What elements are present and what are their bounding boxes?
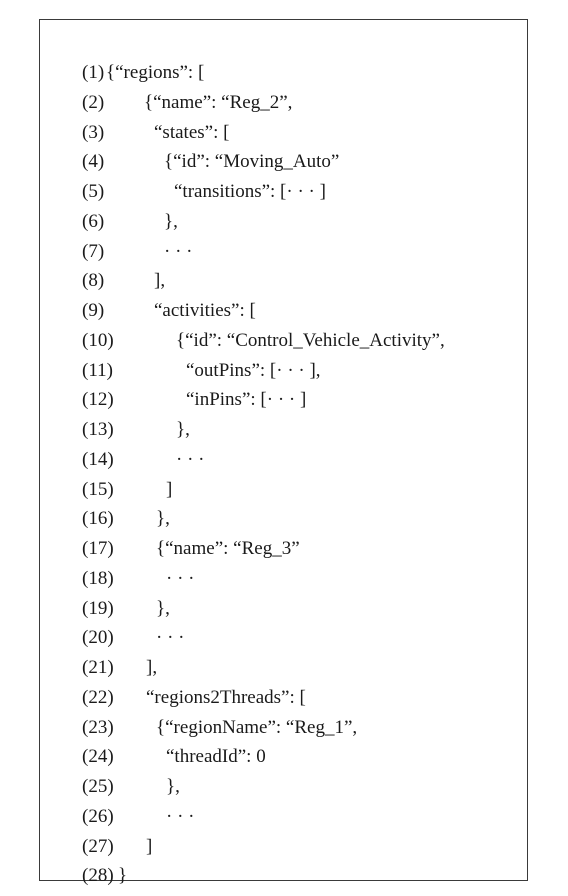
code-line: (6)}, [82,210,178,242]
code-line: (19)}, [82,597,170,629]
line-text: · · · [156,627,185,649]
code-line: (25)}, [82,776,180,807]
code-listing-frame: (1){“regions”: [(2) {“name”: “Reg_2”, (3) “… [39,19,528,886]
line-number: (25) [82,776,114,797]
line-text: }, [166,776,180,797]
line-number: (5) [82,181,105,202]
line-text: }, [164,210,178,232]
code-line: (10) {“id”: “Control_Vehicle_Activity”, [82,329,445,361]
code-line: (23) {“regionName”: “Reg_1”, [82,716,357,748]
code-line: (22) “regions2Threads”: [ [82,686,306,718]
line-number: (15) [82,478,114,500]
code-line: (26) · · · [82,805,194,837]
line-text: “outPins”: [· · · ], [186,359,321,381]
line-text: · · · [176,448,205,470]
line-number: (1) [82,62,105,83]
line-text: {“id”: “Moving_Auto” [164,151,340,173]
code-line: (7) · · · [82,240,192,272]
line-text: {“id”: “Control_Vehicle_Activity”, [176,329,445,351]
code-line: (3) “states”: [ [82,121,229,153]
code-line: (27)] [82,835,152,867]
line-number: (7) [82,240,105,262]
line-number: (28) [82,865,114,887]
code-line: (18) · · · [82,567,194,599]
line-text: {“name”: “Reg_2”, [144,91,293,113]
line-text: “activities”: [ [154,300,256,321]
line-number: (20) [82,627,114,649]
line-text: “inPins”: [· · · ] [186,389,307,411]
line-number: (24) [82,746,114,768]
line-text: · · · [166,567,195,589]
line-number: (26) [82,805,114,827]
line-number: (14) [82,448,114,470]
line-number: (21) [82,657,114,678]
line-number: (9) [82,300,105,321]
line-text: ] [146,835,153,857]
line-number: (22) [82,686,114,708]
line-number: (23) [82,716,114,738]
line-number: (17) [82,538,114,559]
code-line: (2) {“name”: “Reg_2”, [82,91,292,123]
code-line: (21)], [82,657,157,688]
line-text: · · · [164,240,193,262]
line-text: }, [156,508,170,530]
line-text: }, [156,597,170,619]
code-line: (11) “outPins”: [· · · ], [82,359,321,391]
code-line: (14) · · · [82,448,204,480]
line-text: }, [176,419,190,440]
line-text: · · · [166,805,195,827]
line-text: “states”: [ [154,121,230,143]
line-text: {“name”: “Reg_3” [156,538,300,559]
code-line: (17) {“name”: “Reg_3” [82,538,300,569]
code-line: (8)], [82,270,165,301]
line-number: (2) [82,91,105,113]
code-line: (28)} [82,865,127,896]
line-number: (27) [82,835,114,857]
code-line: (13)}, [82,419,190,450]
line-text: ], [146,657,158,678]
code-line: (15)] [82,478,172,510]
line-text: “regions2Threads”: [ [146,686,306,708]
line-number: (12) [82,389,114,411]
code-line: (5) “transitions”: [· · · ] [82,181,326,212]
line-number: (3) [82,121,105,143]
line-text: {“regions”: [ [106,62,205,83]
line-number: (11) [82,359,113,381]
line-number: (10) [82,329,114,351]
code-line: (24) “threadId”: 0 [82,746,266,777]
line-text: ] [166,478,173,500]
code-line: (9) “activities”: [ [82,300,256,331]
code-line: (4) {“id”: “Moving_Auto” [82,151,339,182]
line-text: } [118,865,128,887]
code-listing: (1){“regions”: [(2) {“name”: “Reg_2”, (3) “… [82,62,445,896]
line-number: (19) [82,597,114,619]
line-text: ], [154,270,166,292]
code-line: (12) “inPins”: [· · · ] [82,389,306,420]
line-text: “threadId”: 0 [166,746,266,768]
line-number: (6) [82,210,105,232]
line-number: (18) [82,567,114,589]
line-number: (8) [82,270,105,292]
code-line: (1){“regions”: [ [82,62,204,93]
line-number: (4) [82,151,105,173]
code-line: (20) · · · [82,627,184,658]
line-number: (13) [82,419,114,440]
line-number: (16) [82,508,114,530]
line-text: {“regionName”: “Reg_1”, [156,716,358,738]
line-text: “transitions”: [· · · ] [174,181,326,202]
code-line: (16)}, [82,508,170,539]
